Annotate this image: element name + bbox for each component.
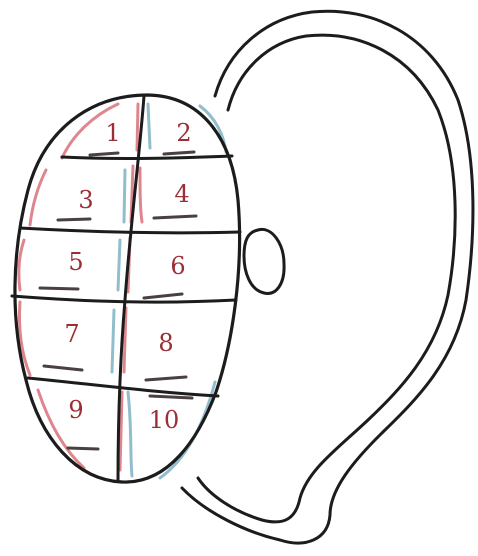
cell-9-label: 9 xyxy=(68,396,83,424)
cell-6-label: 6 xyxy=(170,252,185,280)
ear-outer-outline xyxy=(182,11,473,543)
cell-7-label: 7 xyxy=(64,320,79,348)
cell-8-label: 8 xyxy=(158,329,173,357)
shading-strokes xyxy=(19,104,226,478)
cell-1-label: 1 xyxy=(105,119,120,147)
cell-10-label: 10 xyxy=(149,406,180,434)
ear-canal-opening xyxy=(244,229,284,293)
cell-4-label: 4 xyxy=(174,180,189,208)
cell-2-label: 2 xyxy=(176,119,191,147)
cell-3-label: 3 xyxy=(78,186,93,214)
divider-row-1 xyxy=(62,156,232,159)
cell-5-label: 5 xyxy=(68,248,83,276)
